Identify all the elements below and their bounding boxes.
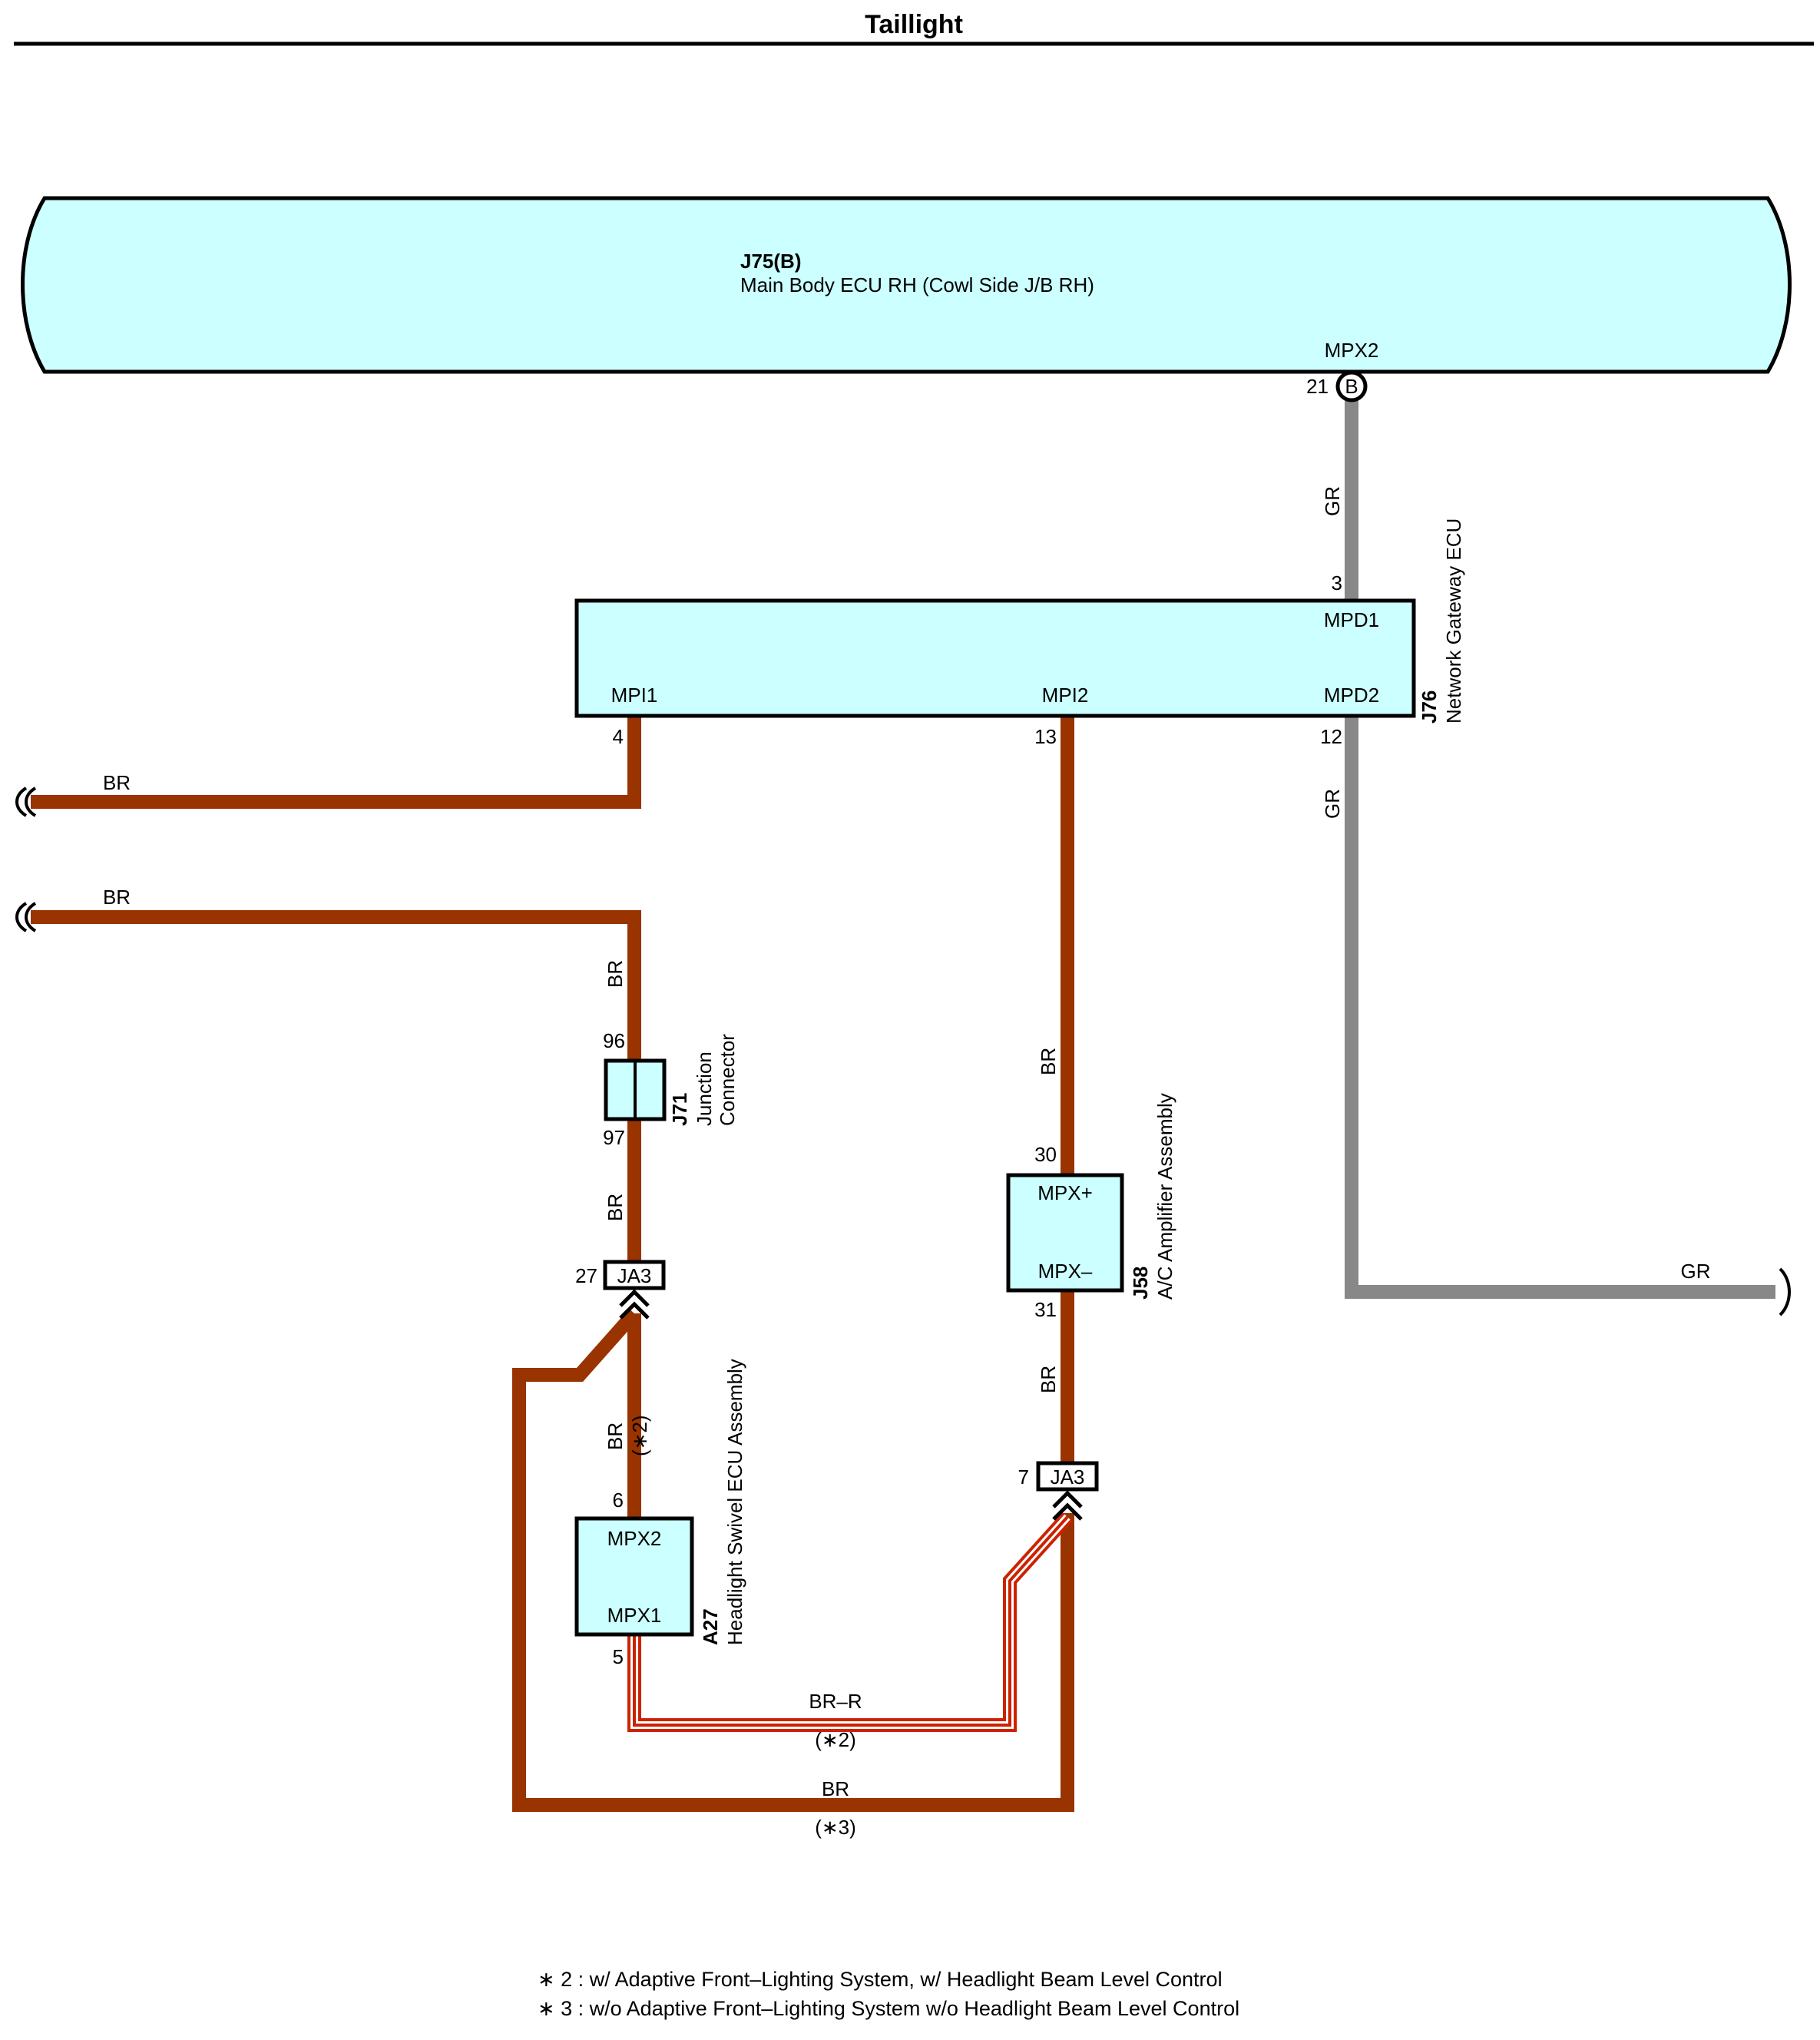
ja3-left-chevron-2 <box>619 1301 650 1320</box>
wire-label-br-a27: BR <box>604 1422 627 1450</box>
ja3-right-box <box>1036 1461 1099 1492</box>
wire-label-br-r: BR–R <box>809 1690 862 1713</box>
ac-amp-code: J58 <box>1129 1267 1152 1300</box>
junction-code: J71 <box>668 1093 691 1126</box>
wire-label-gr-top: GR <box>1321 486 1344 516</box>
junction-name1: Junction <box>693 1051 716 1126</box>
headlight-ecu-box <box>574 1516 694 1637</box>
connector-b-label: B <box>1345 375 1358 398</box>
ja3-left-box <box>603 1260 666 1290</box>
wire-br-cond3-loop <box>512 1309 1074 1812</box>
ac-amp-mpx-plus: MPX+ <box>1037 1181 1093 1204</box>
footnote-1: ∗ 2 : w/ Adaptive Front–Lighting System,… <box>538 1968 1223 1991</box>
gateway-mpd2-pin: 12 <box>1320 725 1342 748</box>
gateway-mpi1-pin: 4 <box>613 725 624 748</box>
junction-pin-top: 96 <box>603 1029 625 1052</box>
gateway-mpd2: MPD2 <box>1324 684 1379 707</box>
main-body-ecu-name: Main Body ECU RH (Cowl Side J/B RH) <box>740 273 1094 296</box>
footnote-2: ∗ 3 : w/o Adaptive Front–Lighting System… <box>538 1997 1239 2020</box>
wire-gr-bottom <box>1345 714 1775 1299</box>
wire-label-br-junction-top: BR <box>604 960 627 988</box>
ac-amp-name: A/C Amplifier Assembly <box>1153 1093 1176 1300</box>
ja3-right-pin: 7 <box>1018 1465 1029 1489</box>
junction-pin-bottom: 97 <box>603 1126 625 1149</box>
headlight-ecu-pin-bottom: 5 <box>613 1645 624 1668</box>
ac-amp-mpx-minus: MPX– <box>1038 1260 1093 1283</box>
ja3-right-chevron-1 <box>1052 1490 1083 1508</box>
wire-label-cond2-bottom: (∗2) <box>815 1728 856 1751</box>
ac-amp-box <box>1006 1173 1124 1293</box>
ja3-left-pin: 27 <box>575 1264 597 1287</box>
break-mark-right <box>1779 1267 1791 1316</box>
main-body-ecu-box <box>21 196 1792 374</box>
ja3-left-code: JA3 <box>617 1264 652 1287</box>
diagram-title: Taillight <box>865 10 963 39</box>
wire-label-cond3: (∗3) <box>815 1816 856 1839</box>
ja3-left-chevron-1 <box>619 1289 650 1307</box>
headlight-ecu-mpx2: MPX2 <box>607 1527 662 1550</box>
gateway-mpi2: MPI2 <box>1042 684 1089 707</box>
wire-br-to-junction <box>31 910 641 1061</box>
connector-b-circle <box>1335 370 1368 402</box>
headlight-ecu-name: Headlight Swivel ECU Assembly <box>723 1359 746 1645</box>
gateway-mpi2-pin: 13 <box>1034 725 1057 748</box>
break-mark-left-1 <box>15 787 37 817</box>
ac-amp-pin-bottom: 31 <box>1034 1298 1057 1321</box>
wire-label-gr-right: GR <box>1681 1260 1711 1283</box>
main-body-ecu-code: J75(B) <box>740 250 801 273</box>
gateway-mpd1: MPD1 <box>1324 608 1379 631</box>
ac-amp-pin-top: 30 <box>1034 1143 1057 1166</box>
wire-label-br-left-2: BR <box>103 886 131 909</box>
wire-label-gr-vertical: GR <box>1321 789 1344 819</box>
wire-label-br-j58-top: BR <box>1037 1048 1060 1075</box>
ja3-right-code: JA3 <box>1051 1465 1085 1489</box>
wire-br-r-inner <box>633 1515 1069 1727</box>
wire-label-br-junction-bottom: BR <box>604 1194 627 1221</box>
ja3-right-chevron-2 <box>1052 1502 1083 1521</box>
break-mark-left-2 <box>15 902 37 932</box>
gateway-code: J76 <box>1418 690 1441 724</box>
headlight-ecu-mpx1: MPX1 <box>607 1604 662 1627</box>
gateway-name: Network Gateway ECU <box>1442 518 1465 724</box>
headlight-ecu-code: A27 <box>699 1608 722 1645</box>
gateway-box <box>574 598 1416 718</box>
wire-label-br-j58-bottom: BR <box>1037 1366 1060 1393</box>
headlight-ecu-pin-top: 6 <box>613 1489 624 1512</box>
main-body-ecu-pin-num: 21 <box>1306 375 1329 398</box>
gateway-mpi1: MPI1 <box>611 684 658 707</box>
gateway-mpd1-pin: 3 <box>1332 571 1342 594</box>
wire-label-br-left-1: BR <box>103 771 131 794</box>
wire-label-cond2-a27: (∗2) <box>628 1415 651 1456</box>
main-body-ecu-pin-name: MPX2 <box>1325 339 1379 362</box>
wire-label-br-bottom: BR <box>822 1777 849 1800</box>
wire-br-mpi1 <box>31 714 641 809</box>
junction-name2: Connector <box>716 1034 739 1126</box>
